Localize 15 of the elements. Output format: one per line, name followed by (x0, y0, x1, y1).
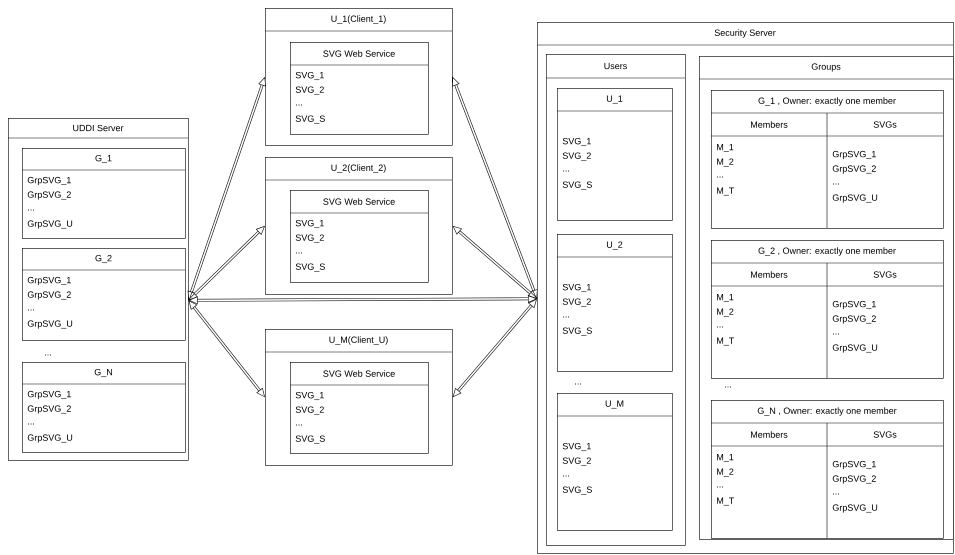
user-box: U_1 SVG_1 SVG_2 ... SVG_S (556, 88, 673, 221)
group-box: G_2 GrpSVG_1 GrpSVG_2 ... GrpSVG_U (22, 248, 186, 341)
double-arrow (452, 226, 537, 299)
service-box: SVG Web Service SVG_1 SVG_2 ... SVG_S (290, 190, 429, 283)
service-box: SVG Web Service SVG_1 SVG_2 ... SVG_S (290, 362, 429, 454)
group-table: G_1 , Owner: exactly one member Members SVGs M_1 M_2 ... M_T GrpSVG_1 GrpSVG_2 ... GrpSVG_U (710, 90, 944, 229)
ellipsis: ... (45, 354, 51, 356)
service-box: SVG Web Service SVG_1 SVG_2 ... SVG_S (290, 42, 429, 135)
user-box: U_M SVG_1 SVG_2 ... SVG_S (556, 393, 673, 531)
ellipsis: ... (725, 386, 731, 388)
group-table: G_2 , Owner: exactly one member Members SVGs M_1 M_2 ... M_T GrpSVG_1 GrpSVG_2 ... GrpSVG_U (710, 240, 944, 379)
group-box: G_1 GrpSVG_1 GrpSVG_2 ... GrpSVG_U (22, 148, 186, 239)
user-box: U_2 SVG_1 SVG_2 ... SVG_S (556, 234, 673, 372)
group-table: G_N , Owner: exactly one member Members SVGs M_1 M_2 ... M_T GrpSVG_1 GrpSVG_2 ... GrpSVG_U (710, 400, 944, 539)
group-box: G_N GrpSVG_1 GrpSVG_2 ... GrpSVG_U (22, 362, 186, 453)
